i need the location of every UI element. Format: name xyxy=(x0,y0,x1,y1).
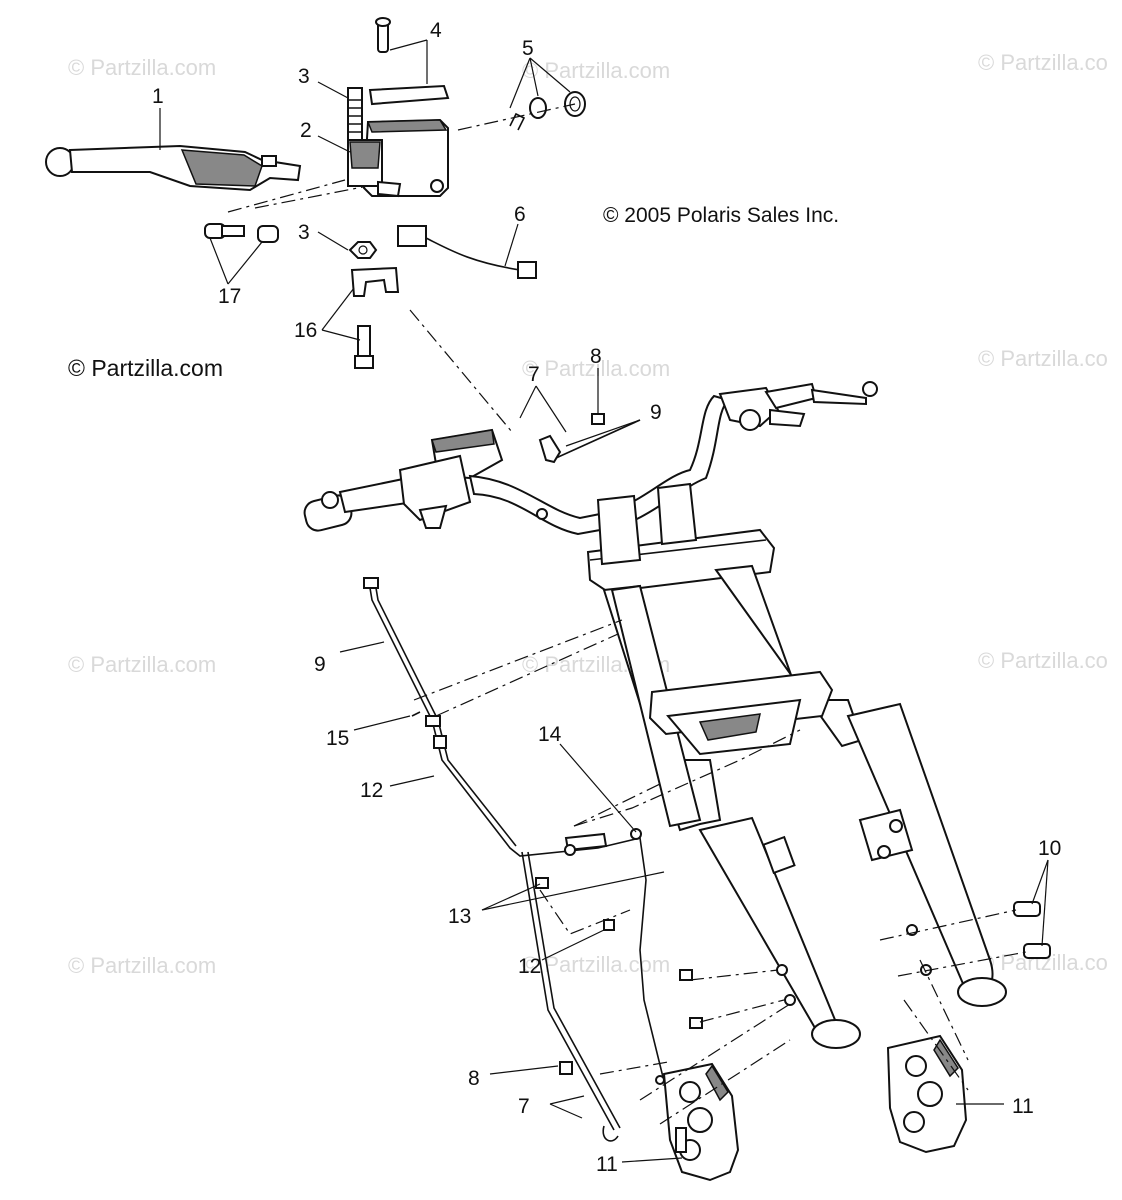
callout-2: 2 xyxy=(300,119,312,142)
nut-part[interactable] xyxy=(348,241,378,259)
brake-lever-part[interactable] xyxy=(45,144,302,192)
callout-8: 8 xyxy=(468,1067,480,1090)
clamp-part[interactable] xyxy=(350,266,400,369)
callout-5: 5 xyxy=(522,37,534,60)
reservoir-cover-part[interactable] xyxy=(368,17,450,106)
callout-leaders xyxy=(159,39,1049,1163)
watermark: © Partzilla.com xyxy=(522,58,671,83)
callout-11: 11 xyxy=(1012,1095,1034,1118)
banjo-bolt-part[interactable] xyxy=(425,413,605,1075)
callout-14: 14 xyxy=(538,723,562,746)
callout-3: 3 xyxy=(298,221,310,244)
left-caliper-part[interactable] xyxy=(662,1062,740,1182)
callout-3: 3 xyxy=(298,65,310,88)
pivot-bushing-part[interactable] xyxy=(204,223,279,243)
callout-15: 15 xyxy=(326,727,350,750)
callout-12: 12 xyxy=(360,779,384,802)
watermark: © Partzilla.co xyxy=(978,50,1108,75)
watermark: © Partzilla.co xyxy=(978,346,1108,371)
clip-part[interactable] xyxy=(411,711,703,1085)
watermark: © Partzilla.com xyxy=(68,953,217,978)
callout-16: 16 xyxy=(294,319,318,342)
watermark-main: © Partzilla.com xyxy=(68,355,223,381)
callout-12: 12 xyxy=(518,955,542,978)
callout-9: 9 xyxy=(650,401,662,424)
copyright-notice: © 2005 Polaris Sales Inc. xyxy=(603,204,840,227)
callout-1: 1 xyxy=(152,85,164,108)
callout-7: 7 xyxy=(528,363,540,386)
watermark: © Partzilla.co xyxy=(978,648,1108,673)
banjo-fitting-part[interactable] xyxy=(538,419,641,464)
watermark: © Partzilla.com xyxy=(68,55,217,80)
right-caliper-part[interactable] xyxy=(886,1034,968,1154)
callout-9: 9 xyxy=(314,653,326,676)
callout-10: 10 xyxy=(1038,837,1062,860)
brake-line-part[interactable] xyxy=(363,577,677,1142)
callout-17: 17 xyxy=(218,285,242,308)
watermark: © Partzilla.com xyxy=(68,652,217,677)
pivot-bolt-part[interactable] xyxy=(347,87,363,141)
callout-13: 13 xyxy=(448,905,472,928)
callout-4: 4 xyxy=(430,19,442,42)
callout-7: 7 xyxy=(518,1095,530,1118)
handlebar-part[interactable] xyxy=(302,381,878,537)
front-fork-part[interactable] xyxy=(586,482,1007,1049)
master-cylinder-part[interactable] xyxy=(347,118,449,198)
callout-6: 6 xyxy=(514,203,526,226)
seal-kit-part[interactable] xyxy=(509,91,586,131)
watermark: © Partzilla.com xyxy=(522,356,671,381)
callout-11: 11 xyxy=(596,1153,618,1176)
brake-switch-part[interactable] xyxy=(397,225,537,279)
callout-8: 8 xyxy=(590,345,602,368)
caliper-bolt-part[interactable] xyxy=(1013,901,1051,959)
